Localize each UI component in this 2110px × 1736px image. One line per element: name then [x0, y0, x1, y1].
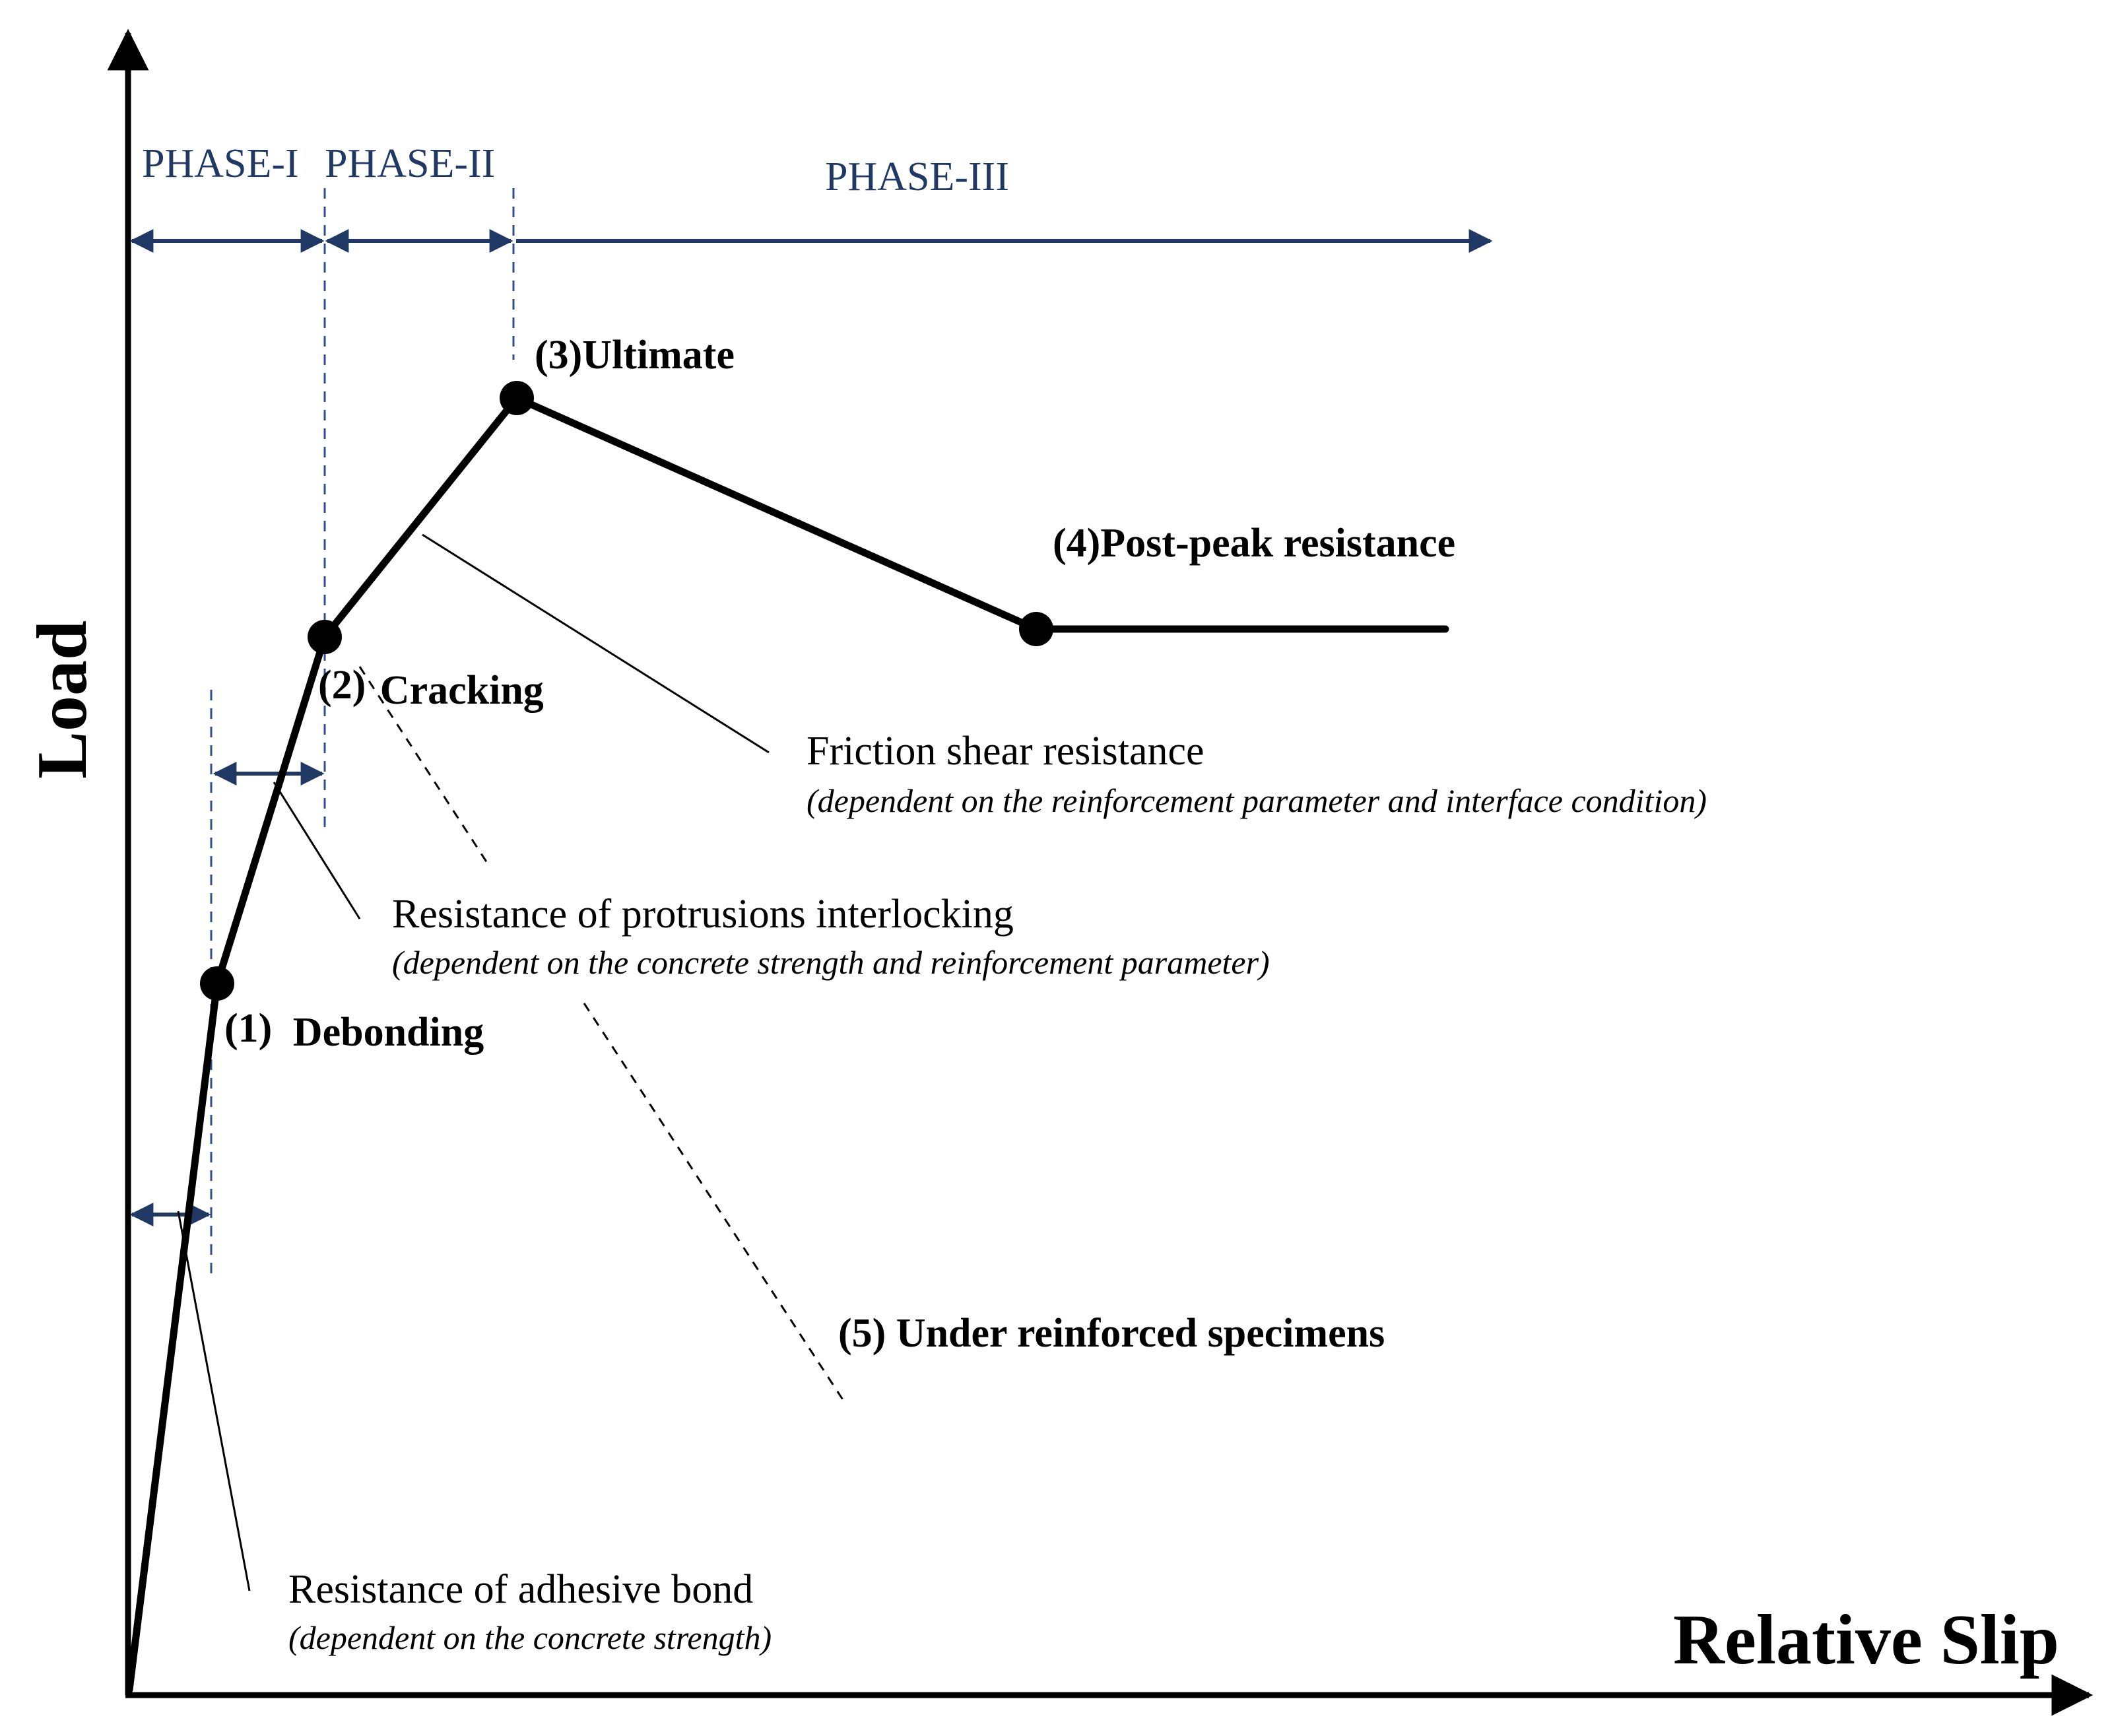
adhesive-bond-leader — [177, 1211, 251, 1591]
cracking-label: (2) Cracking — [318, 663, 544, 713]
post-peak-label: (4)Post-peak resistance — [1053, 521, 1455, 566]
interlocking-note: (dependent on the concrete strength and … — [392, 944, 1270, 981]
cracking-name: Cracking — [380, 668, 544, 713]
friction-leader — [422, 533, 770, 754]
under-reinforced-label: (5) Under reinforced specimens — [838, 1311, 1385, 1356]
adhesive-title: Resistance of adhesive bond — [288, 1567, 753, 1612]
load-slip-curve — [125, 394, 1449, 1694]
ultimate-label: (3)Ultimate — [535, 333, 735, 378]
debonding-point-marker — [200, 966, 234, 1001]
interlocking-title: Resistance of protrusions interlocking — [392, 892, 1014, 937]
phase-i-label: PHASE-I — [142, 141, 299, 186]
cracking-point-marker — [308, 620, 342, 654]
debonding-label: (1) Debonding — [224, 1006, 484, 1055]
interlocking-leader — [273, 782, 361, 919]
y-axis-label: Load — [23, 620, 102, 779]
under-reinforced-dashed-2 — [583, 1003, 846, 1403]
debonding-name: Debonding — [293, 1010, 484, 1055]
friction-title: Friction shear resistance — [807, 729, 1204, 774]
x-axis-label: Relative Slip — [1673, 1601, 2059, 1679]
phase-ii-label: PHASE-II — [325, 141, 495, 186]
debonding-number: (1) — [224, 1006, 272, 1051]
under-reinforced-dashed-1 — [358, 666, 490, 865]
cracking-number: (2) — [318, 663, 366, 708]
phase-iii-label: PHASE-III — [825, 154, 1009, 199]
ultimate-point-marker — [500, 381, 534, 415]
friction-note: (dependent on the reinforcement paramete… — [807, 782, 1707, 819]
adhesive-note: (dependent on the concrete strength) — [288, 1619, 772, 1656]
post-peak-point-marker — [1019, 612, 1053, 646]
